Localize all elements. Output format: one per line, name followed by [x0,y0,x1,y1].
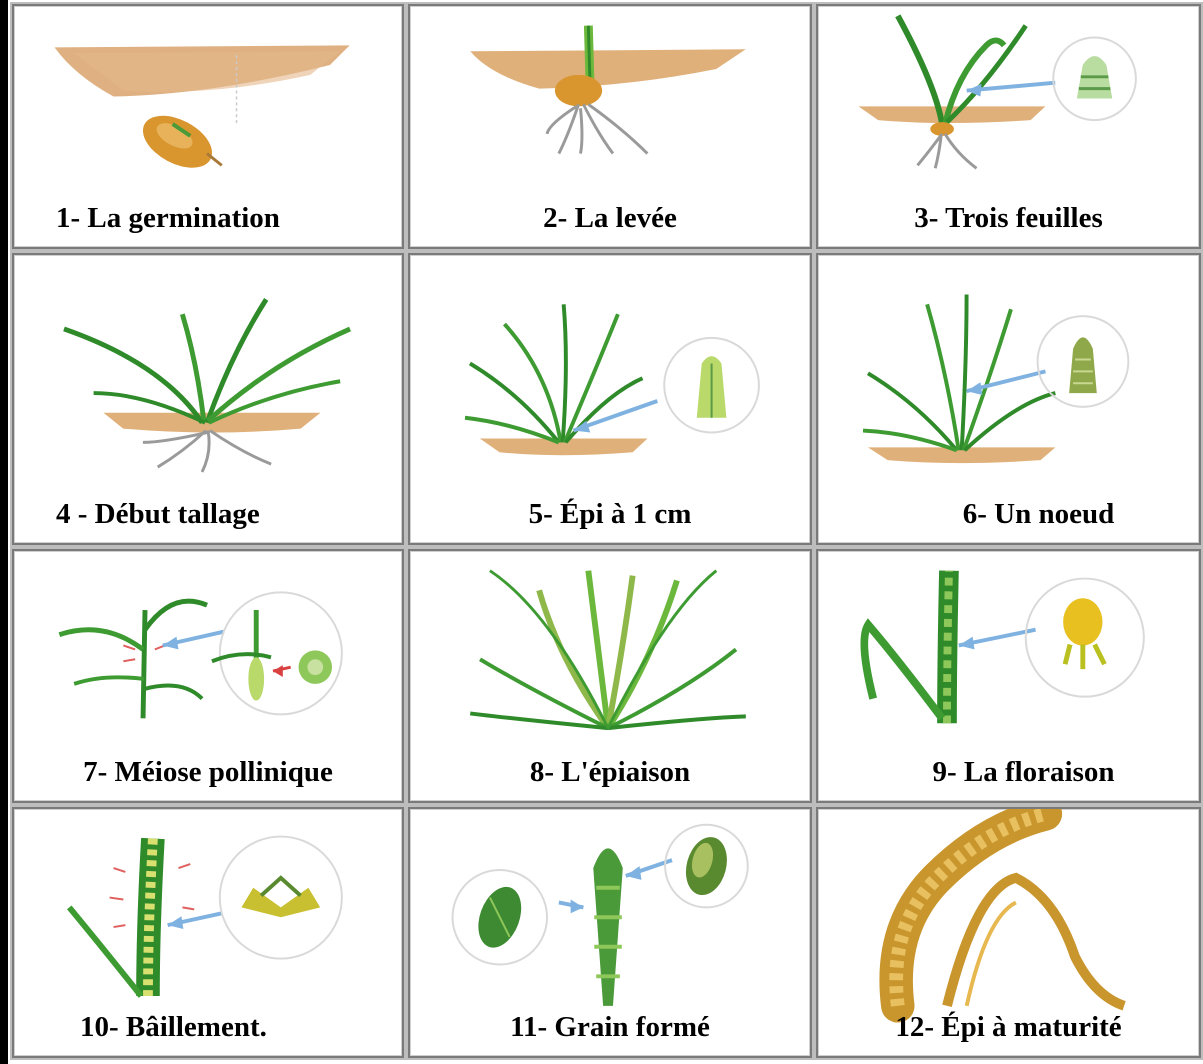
stage-cell-6: 6- Un noeud [816,253,1201,545]
stage-cell-12: 12- Épi à maturité [816,807,1201,1058]
stage-cell-11: 11- Grain formé [408,807,812,1058]
stage-label-3: 3- Trois feuilles [818,202,1199,235]
stage-label-9: 9- La floraison [818,756,1199,789]
stage-label-12: 12- Épi à maturité [818,1011,1199,1044]
stage-label-10: 10- Bâillement. [14,1011,402,1044]
stage-label-1: 1- La germination [14,202,402,235]
left-border-bar [0,0,8,1064]
stage-label-6: 6- Un noeud [818,498,1199,531]
stage-cell-8: 8- L'épiaison [408,549,812,803]
wheat-stages-grid: 1- La germination 2- La levée 3- Trois f [12,4,1201,1062]
stage-label-2: 2- La levée [410,202,810,235]
stage-cell-4: 4 - Début tallage [12,253,404,545]
stage-cell-3: 3- Trois feuilles [816,4,1201,249]
stage-label-8: 8- L'épiaison [410,756,810,789]
stage-cell-9: 9- La floraison [816,549,1201,803]
stage-cell-5: 5- Épi à 1 cm [408,253,812,545]
stage-label-7: 7- Méiose pollinique [14,756,402,789]
stage-cell-2: 2- La levée [408,4,812,249]
stage-cell-1: 1- La germination [12,4,404,249]
stage-cell-7: 7- Méiose pollinique [12,549,404,803]
stage-label-5: 5- Épi à 1 cm [410,498,810,531]
stage-cell-10: 10- Bâillement. [12,807,404,1058]
stage-label-11: 11- Grain formé [410,1011,810,1044]
stage-label-4: 4 - Début tallage [14,498,402,531]
